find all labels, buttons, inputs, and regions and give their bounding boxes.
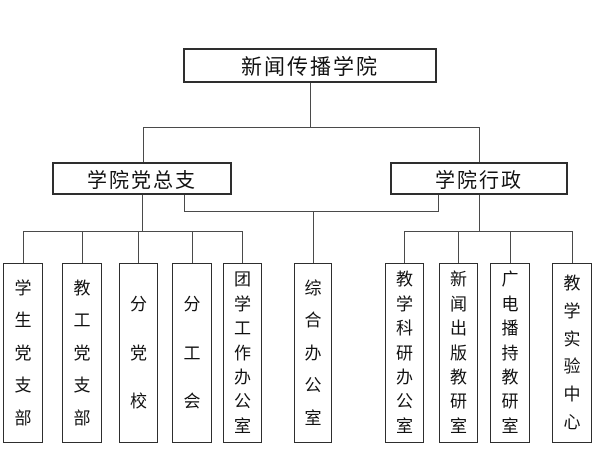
connector-leaf-drop xyxy=(242,231,243,263)
connector-party-children-rail xyxy=(23,231,242,232)
connector-admin-children-rail xyxy=(404,231,572,232)
connector-leaf-drop xyxy=(23,231,24,263)
connector-leaf-drop xyxy=(572,231,573,263)
connector-shared-stem xyxy=(313,211,314,263)
org-node-party-general-branch: 学院党总支 xyxy=(52,162,232,195)
connector-party-stem xyxy=(142,195,143,231)
org-node-broadcasting-hosting-section: 广电播持教研室 xyxy=(490,263,530,443)
connector-leaf-drop xyxy=(458,231,459,263)
connector-leaf-drop xyxy=(82,231,83,263)
org-node-root: 新闻传播学院 xyxy=(183,48,437,83)
org-node-teaching-experiment-center: 教学实验中心 xyxy=(552,263,592,443)
connector-admin-stem xyxy=(479,195,480,231)
connector-shared-right-drop xyxy=(438,195,439,211)
connector-party-drop xyxy=(143,127,144,162)
connector-admin-drop xyxy=(479,127,480,162)
connector-shared-left-drop xyxy=(184,195,185,211)
org-node-journalism-publishing-section: 新闻出版教研室 xyxy=(439,263,478,443)
connector-level2-rail xyxy=(143,127,480,128)
org-node-college-admin: 学院行政 xyxy=(390,162,568,195)
org-node-youth-league-student-work-office: 团学工作办公室 xyxy=(223,263,262,443)
connector-leaf-drop xyxy=(192,231,193,263)
connector-leaf-drop xyxy=(404,231,405,263)
connector-leaf-drop xyxy=(510,231,511,263)
org-node-teaching-research-office: 教学科研办公室 xyxy=(385,263,424,443)
org-node-general-office: 综合办公室 xyxy=(294,263,332,443)
connector-shared-rail xyxy=(184,211,439,212)
org-node-branch-trade-union: 分工会 xyxy=(172,263,212,443)
org-node-branch-party-school: 分党校 xyxy=(119,263,158,443)
org-node-staff-party-branch: 教工党支部 xyxy=(62,263,102,443)
connector-leaf-drop xyxy=(138,231,139,263)
connector-root-stem xyxy=(310,83,311,127)
org-node-student-party-branch: 学生党支部 xyxy=(3,263,43,443)
